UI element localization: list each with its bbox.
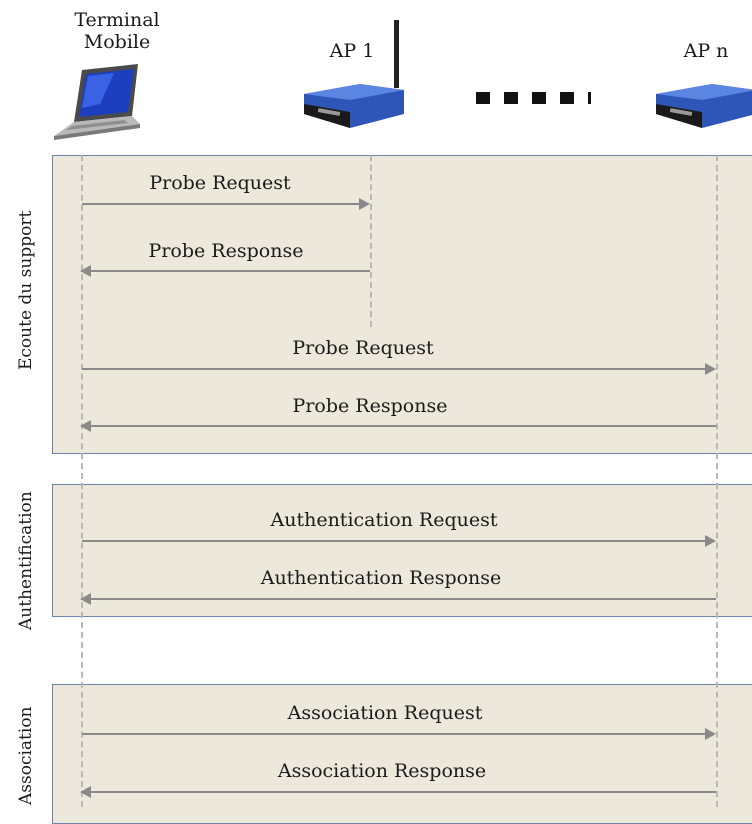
ellipsis-dot bbox=[476, 92, 490, 104]
message-arrow bbox=[82, 198, 370, 210]
phase-label-authentification: Authentification bbox=[16, 491, 36, 630]
lifeline-apn bbox=[716, 155, 718, 807]
router-icon-apn bbox=[656, 84, 752, 128]
message-arrow bbox=[82, 728, 716, 740]
message-label: Association Response bbox=[277, 760, 487, 782]
lifeline-ap1 bbox=[370, 155, 372, 327]
message-arrow bbox=[80, 593, 716, 605]
message-arrow bbox=[80, 420, 716, 432]
message-arrow bbox=[82, 535, 716, 547]
node-label-terminal-line1: Terminal bbox=[74, 9, 160, 31]
message-label: Authentication Response bbox=[260, 567, 502, 589]
message-arrow bbox=[80, 786, 716, 798]
message-label: Probe Request bbox=[149, 172, 291, 194]
ellipsis-dot bbox=[504, 92, 518, 104]
message-label: Probe Request bbox=[292, 337, 434, 359]
phase-box-authentification bbox=[52, 484, 752, 617]
ellipsis-dot bbox=[588, 92, 591, 104]
message-label: Authentication Request bbox=[270, 509, 498, 531]
lifeline-terminal bbox=[81, 155, 83, 807]
router-icon-ap1 bbox=[304, 20, 404, 128]
message-label: Probe Response bbox=[292, 395, 448, 417]
node-label-apn: AP n bbox=[683, 40, 729, 62]
node-label-ap1: AP 1 bbox=[329, 40, 375, 62]
ellipsis-dot bbox=[560, 92, 574, 104]
message-label: Association Request bbox=[287, 702, 483, 724]
node-label-terminal-line2: Mobile bbox=[83, 31, 151, 53]
phase-label-association: Association bbox=[16, 706, 36, 805]
node-label-terminal: Terminal Mobile bbox=[62, 9, 172, 53]
phase-box-association bbox=[52, 684, 752, 824]
message-arrow bbox=[82, 363, 716, 375]
message-arrow bbox=[80, 265, 370, 277]
phase-label-ecoute: Ecoute du support bbox=[16, 210, 36, 370]
laptop-icon bbox=[54, 64, 140, 140]
message-label: Probe Response bbox=[148, 240, 304, 262]
ellipsis-dot bbox=[532, 92, 546, 104]
ellipsis-more-aps bbox=[476, 92, 591, 104]
